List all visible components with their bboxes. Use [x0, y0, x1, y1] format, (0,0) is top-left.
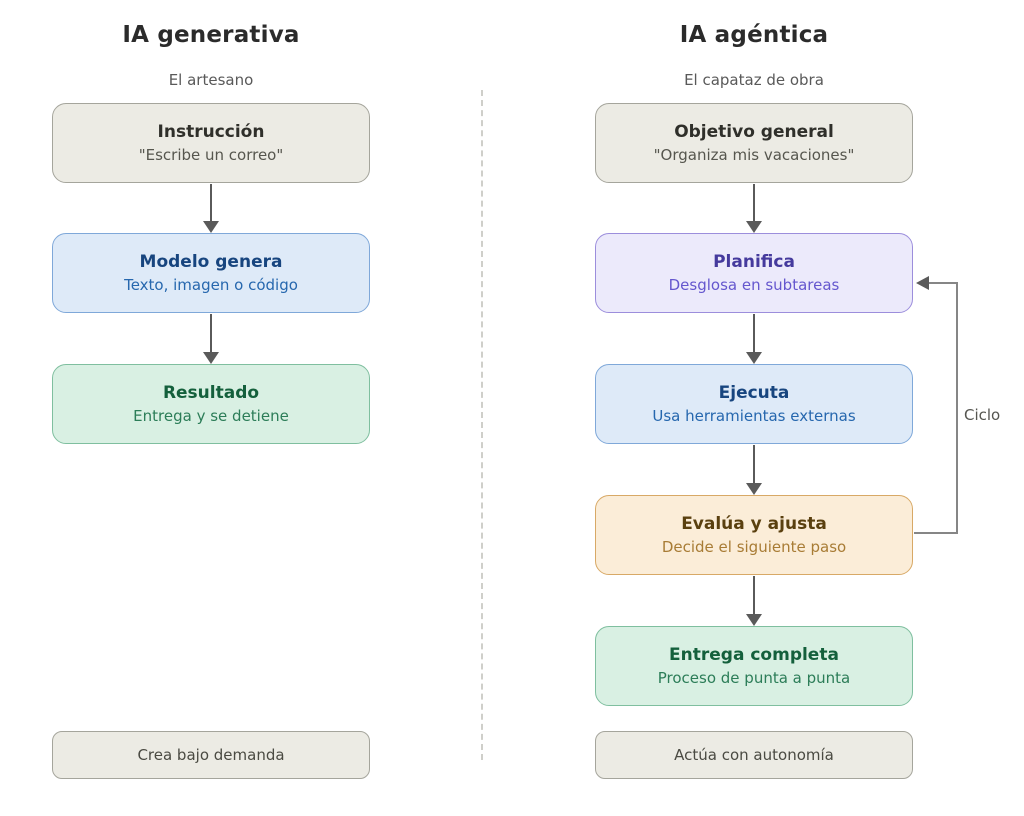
- box-subtitle: Decide el siguiente paso: [661, 537, 847, 556]
- box-resultado: Resultado Entrega y se detiene: [52, 364, 370, 444]
- flow-arrow: [203, 184, 219, 233]
- column-divider: [481, 90, 483, 760]
- loop-line-vertical: [956, 282, 958, 534]
- box-instruccion: Instrucción "Escribe un correo": [52, 103, 370, 183]
- arrow-head-icon: [746, 221, 762, 233]
- arrow-head-icon: [203, 221, 219, 233]
- loop-line-top: [929, 282, 958, 284]
- arrow-shaft: [752, 576, 756, 614]
- box-subtitle: "Organiza mis vacaciones": [653, 145, 855, 164]
- column-title-generativa: IA generativa: [122, 22, 300, 48]
- column-subtitle-agentica: El capataz de obra: [684, 71, 824, 89]
- box-evalua-y-ajusta: Evalúa y ajusta Decide el siguiente paso: [595, 495, 913, 575]
- loop-line-bottom: [914, 532, 958, 534]
- box-modelo-genera: Modelo genera Texto, imagen o código: [52, 233, 370, 313]
- box-entrega-completa: Entrega completa Proceso de punta a punt…: [595, 626, 913, 706]
- box-subtitle: "Escribe un correo": [138, 145, 284, 164]
- footer-actua-con-autonomia: Actúa con autonomía: [595, 731, 913, 779]
- box-planifica: Planifica Desglosa en subtareas: [595, 233, 913, 313]
- arrow-shaft: [209, 314, 213, 352]
- loop-label: Ciclo: [964, 406, 1001, 424]
- arrow-head-icon: [746, 352, 762, 364]
- column-title-agentica: IA agéntica: [679, 22, 829, 48]
- arrow-head-icon: [746, 614, 762, 626]
- loop-arrowhead-icon: [916, 275, 929, 290]
- arrow-shaft: [209, 184, 213, 221]
- flow-arrow: [203, 314, 219, 364]
- flow-arrow: [746, 445, 762, 495]
- flow-arrow: [746, 314, 762, 364]
- footer-crea-bajo-demanda: Crea bajo demanda: [52, 731, 370, 779]
- box-title: Entrega completa: [669, 644, 839, 665]
- box-title: Ejecuta: [718, 382, 790, 403]
- arrow-shaft: [752, 184, 756, 221]
- column-subtitle-generativa: El artesano: [168, 71, 254, 89]
- box-title: Resultado: [162, 382, 260, 403]
- box-title: Planifica: [713, 251, 795, 272]
- box-subtitle: Desglosa en subtareas: [668, 275, 840, 294]
- box-subtitle: Proceso de punta a punta: [657, 668, 851, 687]
- box-subtitle: Entrega y se detiene: [133, 406, 289, 425]
- box-title: Instrucción: [157, 121, 265, 142]
- box-ejecuta: Ejecuta Usa herramientas externas: [595, 364, 913, 444]
- box-objetivo-general: Objetivo general "Organiza mis vacacione…: [595, 103, 913, 183]
- flow-arrow: [746, 576, 762, 626]
- box-title: Evalúa y ajusta: [681, 513, 827, 534]
- arrow-head-icon: [203, 352, 219, 364]
- box-subtitle: Usa herramientas externas: [652, 406, 856, 425]
- box-title: Objetivo general: [674, 121, 834, 142]
- flow-arrow: [746, 184, 762, 233]
- box-title: Modelo genera: [139, 251, 283, 272]
- arrow-shaft: [752, 445, 756, 483]
- box-subtitle: Texto, imagen o código: [124, 275, 298, 294]
- arrow-shaft: [752, 314, 756, 352]
- arrow-head-icon: [746, 483, 762, 495]
